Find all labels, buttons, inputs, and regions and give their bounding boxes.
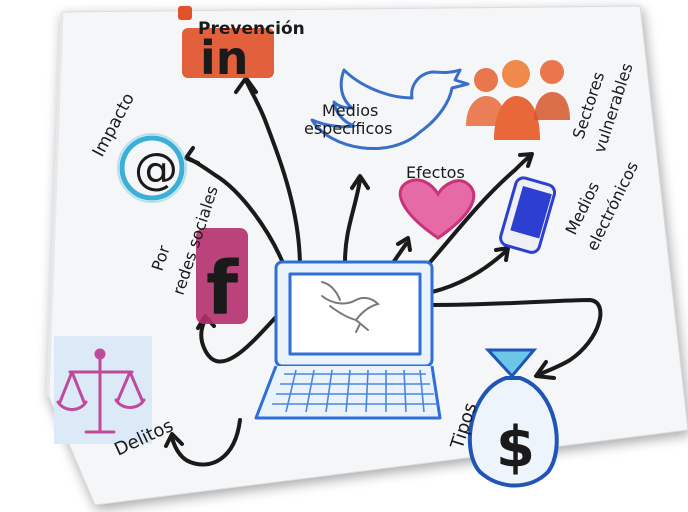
arrow-to-delitos [170, 418, 242, 467]
dove-icon [321, 281, 380, 333]
label-medios-especificos-1: Medios [322, 101, 378, 120]
linkedin-glyph: in [200, 31, 249, 85]
justice-scale-image [54, 336, 152, 444]
arrow-to-tipos [430, 298, 603, 376]
arrowhead-impacto [184, 146, 200, 165]
money-bag-icon: $ [467, 348, 559, 488]
label-por: Por [148, 243, 174, 273]
arrowhead-tipos [534, 360, 556, 380]
arrowhead-efectos [396, 236, 412, 252]
at-glyph: @ [134, 144, 178, 195]
arrow-to-electronicos [430, 250, 507, 294]
arrow-to-prevencion [244, 78, 302, 270]
arrow-to-sectores [423, 154, 532, 270]
arrowhead-sectores [518, 152, 534, 168]
laptop-icon [254, 260, 442, 420]
smartphone-icon [499, 176, 557, 254]
arrowhead-delitos [164, 432, 184, 448]
email-icon: @ [117, 133, 187, 203]
linkedin-icon: in [178, 6, 274, 85]
arrow-to-medios [343, 178, 362, 264]
label-medios-especificos-2: específicos [304, 119, 392, 138]
arrowhead-electronicos [494, 246, 510, 262]
people-group-icon [466, 60, 570, 140]
heart-icon [398, 178, 476, 240]
label-efectos: Efectos [406, 163, 465, 182]
facebook-icon: f [196, 228, 248, 332]
twitter-bird-icon [310, 68, 470, 151]
label-prevencion: Prevención [198, 19, 305, 39]
paper-left-edge [46, 11, 64, 396]
facebook-glyph: f [206, 246, 239, 332]
dollar-glyph: $ [496, 415, 535, 480]
arrowhead-medios [350, 174, 370, 190]
arrow-to-por-redes [199, 316, 277, 364]
